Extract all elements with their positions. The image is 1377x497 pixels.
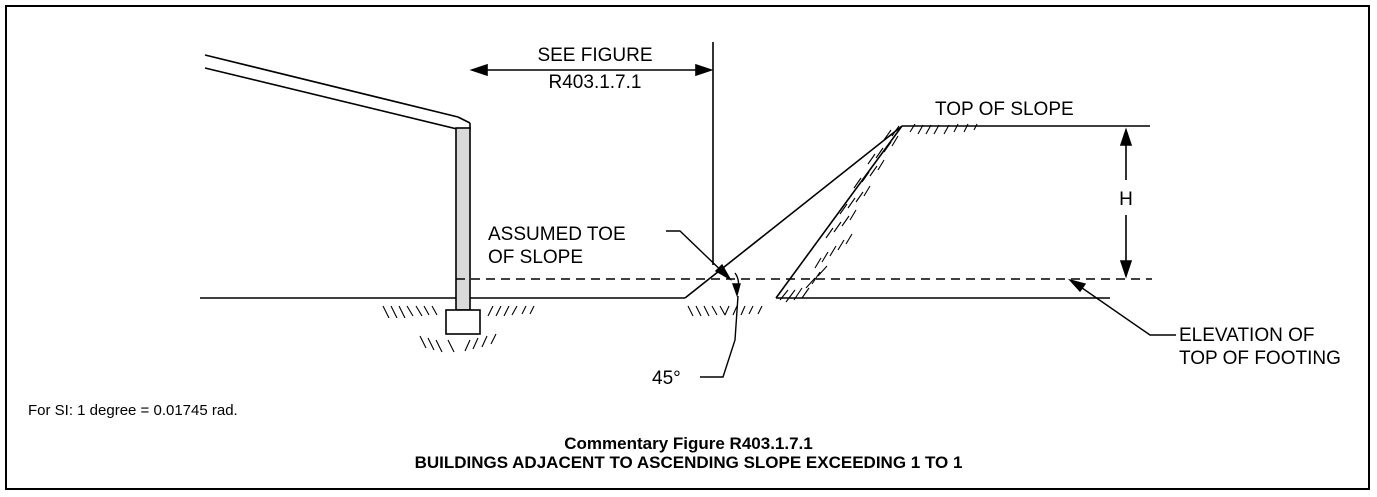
angle-indicator [700, 272, 741, 378]
angle-label: 45° [652, 368, 681, 389]
elevation-leader [1067, 278, 1176, 336]
ascending-slope [684, 125, 1150, 299]
elevation-label-1: ELEVATION OF [1179, 325, 1315, 346]
si-conversion-note: For SI: 1 degree = 0.01745 rad. [28, 402, 238, 419]
slope-diagram: SEE FIGURE R403.1.7.1 TOP OF SLOPE H ASS… [200, 42, 1341, 389]
elevation-label-2: TOP OF FOOTING [1179, 348, 1341, 369]
figure-subtitle: BUILDINGS ADJACENT TO ASCENDING SLOPE EX… [414, 453, 963, 472]
setback-dimension [469, 63, 714, 77]
figure-title: Commentary Figure R403.1.7.1 [564, 434, 813, 453]
height-label: H [1119, 189, 1133, 210]
see-figure-label-2: R403.1.7.1 [549, 72, 642, 93]
assumed-toe-label-2: OF SLOPE [488, 247, 583, 268]
building-roof [204, 54, 471, 130]
toe-leader [666, 230, 732, 281]
top-of-slope-label: TOP OF SLOPE [935, 99, 1074, 120]
figure-frame [5, 5, 1370, 490]
soil-hatching [382, 123, 978, 353]
assumed-toe-label-1: ASSUMED TOE [488, 224, 626, 245]
building-wall [445, 127, 481, 335]
height-dimension [1119, 127, 1133, 279]
see-figure-label-1: SEE FIGURE [537, 45, 652, 66]
